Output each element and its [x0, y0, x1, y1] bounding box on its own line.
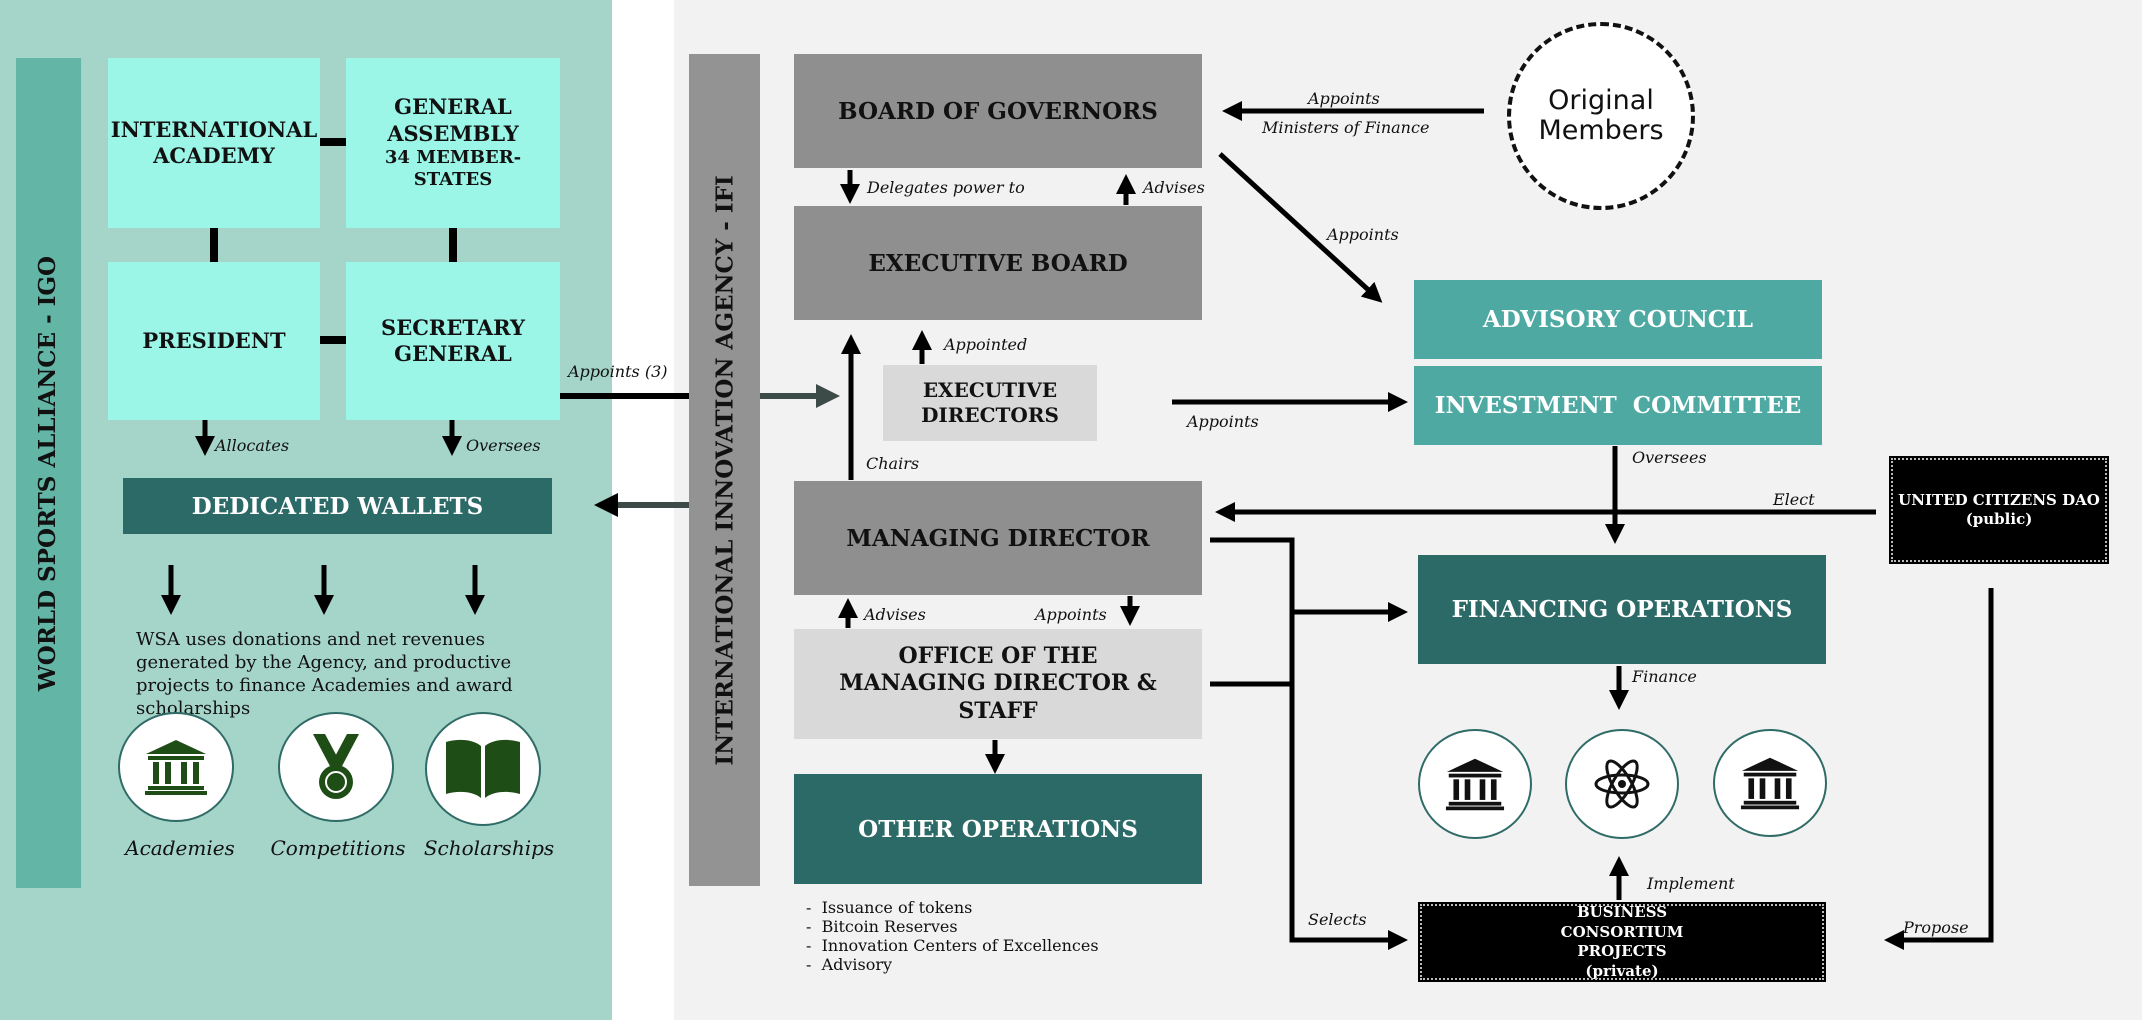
advisory-council-label: ADVISORY COUNCIL	[1482, 306, 1754, 333]
project-circle-2	[1565, 729, 1679, 839]
general-assembly-box: GENERAL ASSEMBLY 34 MEMBER-STATES	[346, 58, 560, 228]
institution-icon	[1740, 757, 1800, 810]
implement-label: Implement	[1647, 874, 1735, 893]
executive-board-box: EXECUTIVE BOARD	[794, 206, 1202, 320]
appoints-exec-label: Appoints	[1187, 412, 1259, 431]
selects-label: Selects	[1308, 910, 1367, 929]
managing-director-box: MANAGING DIRECTOR	[794, 481, 1202, 595]
finance-label: Finance	[1632, 667, 1697, 686]
wsa-description: WSA uses donations and net revenues gene…	[136, 629, 513, 719]
general-assembly-sublabel: 34 MEMBER-STATES	[384, 146, 522, 191]
operations-list: - Issuance of tokens - Bitcoin Reserves …	[806, 898, 1099, 974]
propose-label: Propose	[1903, 918, 1969, 937]
appoints-staff-label: Appoints	[1035, 605, 1107, 624]
financing-operations-label: FINANCING OPERATIONS	[1451, 596, 1793, 623]
investment-committee-label: INVESTMENT COMMITTEE	[1434, 392, 1802, 419]
scholarships-circle	[425, 712, 541, 826]
business-consortium-box: BUSINESS CONSORTIUM PROJECTS (private)	[1418, 902, 1826, 982]
chairs-label: Chairs	[866, 454, 920, 473]
delegates-label: Delegates power to	[867, 178, 1025, 197]
appoints-3-label: Appoints (3)	[568, 362, 668, 381]
dao-label: UNITED CITIZENS DAO	[1898, 490, 2100, 509]
operations-item: - Advisory	[806, 955, 893, 974]
consortium-sublabel: (private)	[1585, 961, 1659, 980]
medal-icon	[313, 734, 359, 799]
wsa-title-bar	[16, 58, 81, 888]
ministers-of-finance-label: Ministers of Finance	[1262, 118, 1430, 137]
advises-bottom-label: Advises	[864, 605, 926, 624]
competitions-circle	[278, 712, 394, 822]
president-label: PRESIDENT	[142, 327, 286, 353]
operations-item: - Bitcoin Reserves	[806, 917, 958, 936]
academies-circle	[118, 712, 234, 822]
operations-item: - Innovation Centers of Excellences	[806, 936, 1099, 955]
advisory-council-box: ADVISORY COUNCIL	[1414, 280, 1822, 359]
competitions-caption: Competitions	[270, 836, 406, 860]
united-citizens-dao-box: UNITED CITIZENS DAO (public)	[1889, 456, 2109, 564]
appoints-diag-label: Appoints	[1327, 225, 1399, 244]
allocates-label: Allocates	[215, 436, 290, 455]
scholarships-caption: Scholarships	[423, 836, 555, 860]
dao-sublabel: (public)	[1965, 510, 2033, 528]
executive-directors-label: EXECUTIVE DIRECTORS	[921, 378, 1059, 427]
dedicated-wallets-label: DEDICATED WALLETS	[191, 492, 484, 520]
project-circle-3	[1713, 729, 1827, 837]
original-members-circle: Original Members	[1507, 22, 1695, 210]
advises-top-label: Advises	[1143, 178, 1205, 197]
institution-icon	[145, 740, 207, 795]
board-of-governors-box: BOARD OF GOVERNORS	[794, 54, 1202, 168]
book-icon	[446, 739, 520, 798]
financing-operations-box: FINANCING OPERATIONS	[1418, 555, 1826, 664]
appointed-label: Appointed	[944, 335, 1028, 354]
elect-label: Elect	[1773, 490, 1815, 509]
office-md-label: OFFICE OF THE MANAGING DIRECTOR & STAFF	[839, 642, 1157, 724]
managing-director-label: MANAGING DIRECTOR	[846, 524, 1150, 552]
president-box: PRESIDENT	[108, 262, 320, 420]
office-md-box: OFFICE OF THE MANAGING DIRECTOR & STAFF	[794, 629, 1202, 739]
consortium-label: BUSINESS CONSORTIUM PROJECTS	[1560, 903, 1684, 960]
executive-directors-box: EXECUTIVE DIRECTORS	[883, 365, 1097, 441]
international-academy-label: INTERNATIONAL ACADEMY	[110, 116, 318, 168]
original-members-label: Original Members	[1538, 85, 1664, 146]
board-of-governors-label: BOARD OF GOVERNORS	[838, 97, 1158, 125]
oversees-right-label: Oversees	[1632, 448, 1707, 467]
project-circle-1	[1418, 729, 1532, 839]
oversees-label: Oversees	[466, 436, 541, 455]
atom-icon	[1594, 759, 1650, 809]
ifi-title-bar	[689, 54, 760, 886]
appoints-top-label: Appoints	[1308, 89, 1380, 108]
general-assembly-label: GENERAL ASSEMBLY	[387, 94, 519, 146]
operations-item: - Issuance of tokens	[806, 898, 973, 917]
secretary-general-box: SECRETARY GENERAL	[346, 262, 560, 420]
other-operations-box: OTHER OPERATIONS	[794, 774, 1202, 884]
dedicated-wallets-box: DEDICATED WALLETS	[123, 478, 552, 534]
other-operations-label: OTHER OPERATIONS	[858, 815, 1138, 843]
executive-board-label: EXECUTIVE BOARD	[868, 249, 1128, 277]
investment-committee-box: INVESTMENT COMMITTEE	[1414, 366, 1822, 445]
international-academy-box: INTERNATIONAL ACADEMY	[108, 58, 320, 228]
institution-icon	[1445, 758, 1505, 811]
secretary-general-label: SECRETARY GENERAL	[381, 314, 525, 366]
academies-caption: Academies	[125, 836, 235, 860]
